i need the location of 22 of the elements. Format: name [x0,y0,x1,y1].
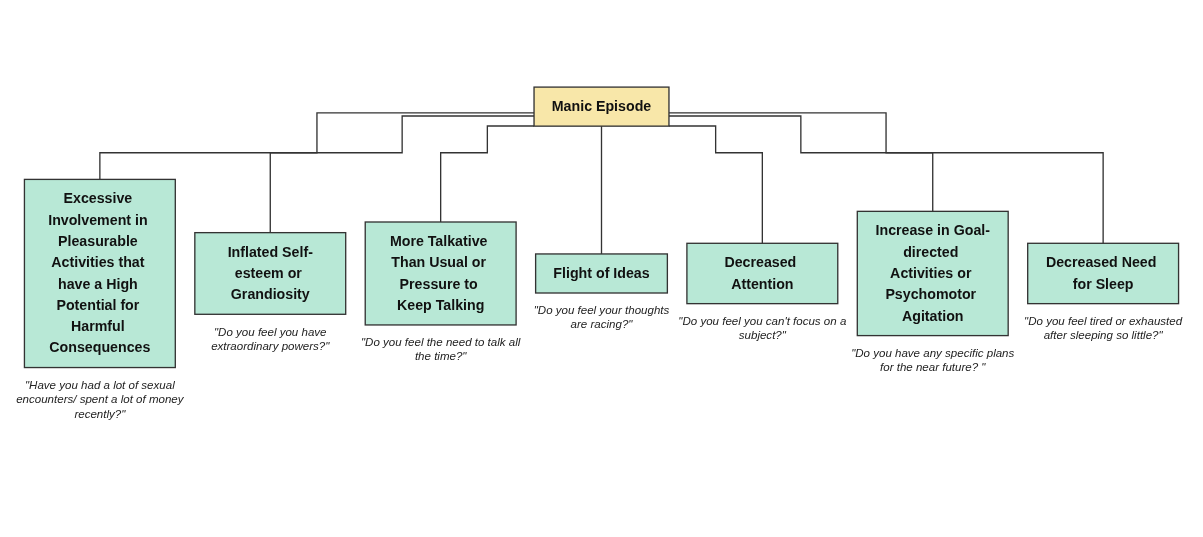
connector [668,112,1104,245]
question-text: "Do you have any specific plans for the near future? " [850,346,1016,376]
question-text: "Do you feel you have extraordinary powers?" [210,325,331,355]
node-box: Increase in Goal-directed Activities or Psychomotor Agitation [856,211,1009,337]
connector [668,125,763,245]
node-box: Decreased Attention [686,242,839,305]
question-text: "Do you feel you can't focus on a subject?" [678,314,847,344]
node-box: Excessive Involvement in Pleasurable Activities that have a High Potential for Harmful Consequences [23,179,176,369]
connector [600,125,603,255]
question-text: "Do you feel your thoughts are racing?" [532,304,671,333]
node-box: Inflated Self-esteem or Grandiosity [194,232,347,316]
node-box: Decreased Need for Sleep [1027,242,1180,305]
question-text: "Do you feel the need to talk all the time?" [360,335,522,365]
connector [269,115,535,234]
node-box: More Talkative Than Usual or Pressure to Keep Talking [364,221,517,326]
node-box: Flight of Ideas [534,253,669,294]
node-box: Manic Episode [533,86,670,128]
connector [99,112,535,181]
connector [668,115,934,213]
connector [440,125,535,223]
question-text: "Do you feel tired or exhausted after sleeping so little?" [1023,314,1184,344]
question-text: "Have you had a lot of sexual encounters/ spent a lot of money recently?" [15,378,185,422]
